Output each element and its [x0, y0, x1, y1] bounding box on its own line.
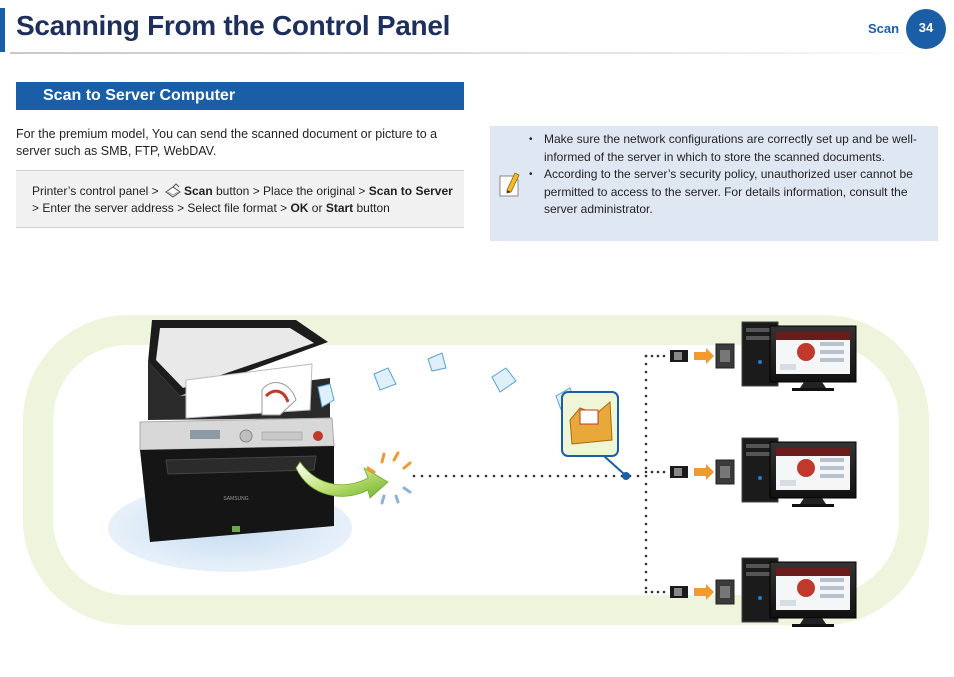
computer-icon	[670, 437, 857, 507]
intro-paragraph: For the premium model, You can send the …	[16, 127, 438, 158]
section-label[interactable]: Scan	[868, 21, 900, 36]
note-item: According to the server’s security polic…	[528, 166, 928, 219]
note-box: Make sure the network configurations are…	[490, 126, 938, 241]
procedure-box: Printer’s control panel > Scan button > …	[16, 170, 464, 228]
printer-brand-label: SAMSUNG	[223, 496, 248, 502]
network-plug-icon	[670, 579, 735, 605]
note-item: Make sure the network configurations are…	[528, 131, 928, 166]
step-text: > Enter the server address > Select file…	[32, 201, 291, 215]
printer-icon: SAMSUNG	[139, 320, 335, 542]
note-list: Make sure the network configurations are…	[528, 131, 928, 219]
network-lines	[412, 354, 666, 594]
ok-label: OK	[290, 201, 309, 215]
step-text: or	[308, 201, 326, 215]
paper-icon	[317, 352, 579, 413]
page-number-badge: 34	[906, 9, 946, 49]
step-text: button	[353, 201, 390, 215]
network-plug-icon	[670, 343, 735, 369]
computer-icon	[670, 321, 857, 391]
computer-icon	[670, 557, 857, 627]
title-divider	[10, 52, 946, 54]
scan-button-icon	[165, 183, 181, 198]
section-heading: Scan to Server Computer	[16, 82, 464, 110]
start-label: Start	[325, 201, 354, 215]
step-text: button > Place the original >	[212, 184, 369, 198]
title-accent-bar	[0, 8, 5, 52]
network-plug-icon	[670, 459, 735, 485]
send-arrow	[295, 461, 389, 499]
page-title: Scanning From the Control Panel	[16, 10, 451, 41]
signal-burst-icon	[366, 451, 412, 505]
scan-label: Scan	[183, 184, 213, 198]
scan-to-server-label: Scan to Server	[368, 184, 453, 198]
scan-to-server-diagram: SAMSUNG	[23, 315, 929, 627]
step-text: Printer’s control panel >	[32, 184, 162, 198]
network-loop	[23, 315, 929, 625]
pencil-note-icon	[499, 172, 520, 197]
folder-icon	[561, 391, 630, 480]
